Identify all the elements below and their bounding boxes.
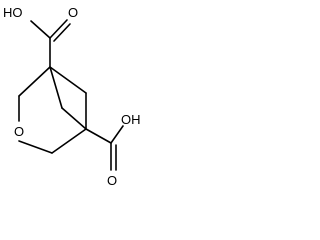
bottom-carbonyl-oxygen-label: O <box>107 173 117 188</box>
bottom-hydroxyl-label: OH <box>121 112 141 127</box>
carboxyl-group-top <box>30 19 71 68</box>
bond-carboxyl-c-oh-bottom <box>110 125 124 144</box>
bond-bridgehead-to-carboxyl-carbon-bottom <box>85 128 112 144</box>
top-carbonyl-oxygen-label: O <box>68 5 78 20</box>
carboxyl-group-bottom <box>85 125 124 171</box>
bond-bridgehead-top-to-ch2-left <box>18 66 51 97</box>
molecule-structure: O HO O OH O <box>3 5 141 188</box>
bond-bridgehead-top-to-bridge <box>49 66 63 109</box>
bond-carboxyl-c-oh-top <box>30 20 51 39</box>
ring-bonds <box>18 66 87 154</box>
bond-carboxyl-c-o-double-a-top <box>49 19 68 39</box>
ring-oxygen-label: O <box>14 124 24 139</box>
top-hydroxyl-label: HO <box>3 5 23 20</box>
bond-oxygen-to-ch2-lower <box>18 140 53 154</box>
bond-bridgehead-top-to-ch2-right <box>49 66 87 94</box>
bond-carboxyl-c-o-double-b-top <box>53 23 71 42</box>
bond-ch2-lower-to-bridgehead-bottom <box>51 128 87 154</box>
bond-bridge-to-bridgehead-bottom <box>61 107 87 130</box>
